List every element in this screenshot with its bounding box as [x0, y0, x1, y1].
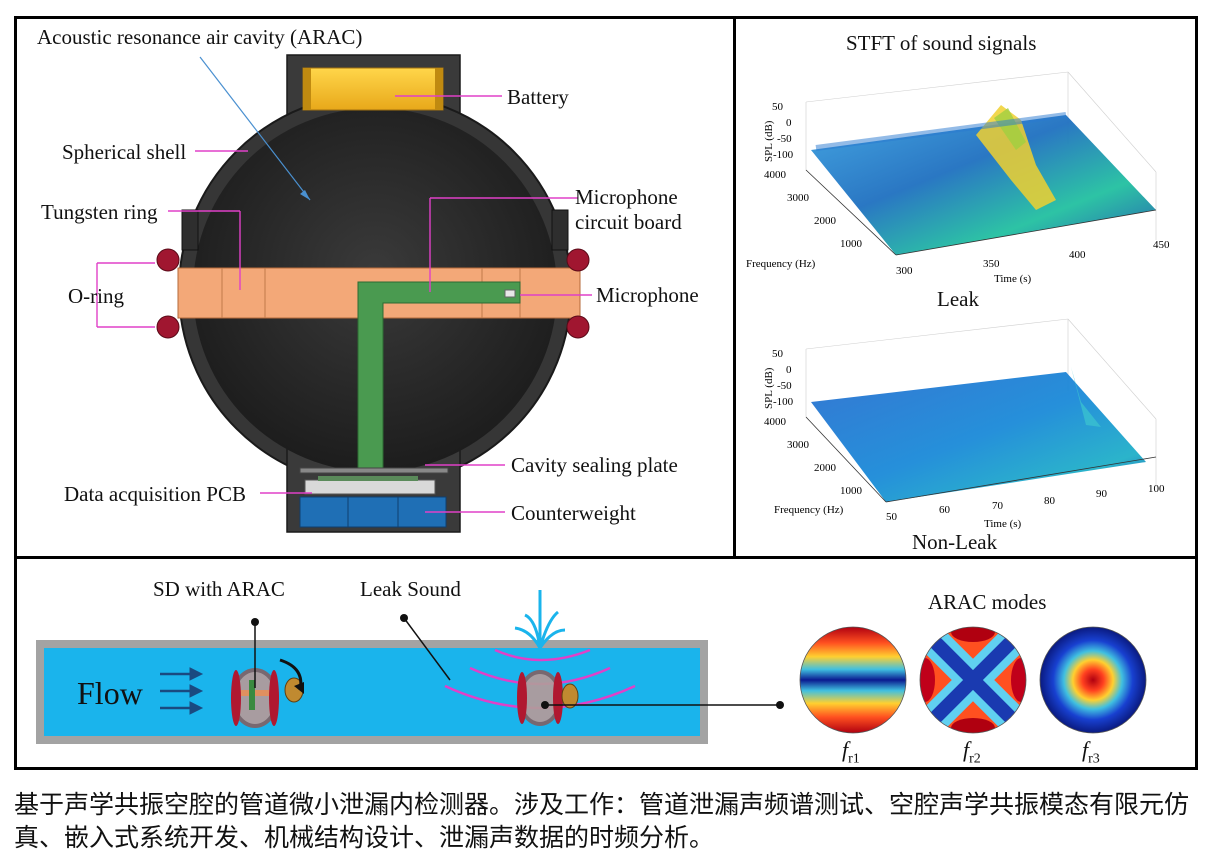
sealing-label: Cavity sealing plate: [511, 453, 678, 477]
mic-board-label-1: Microphone: [575, 185, 678, 209]
nonleak-label: Non-Leak: [912, 530, 998, 554]
leak-xtick-1: 350: [983, 258, 1000, 270]
pipe-panel-frame: [14, 556, 1198, 770]
sd-device-1: [231, 668, 304, 728]
nonleak-zlabel: SPL (dB): [763, 367, 775, 409]
nonleak-xtick-4: 90: [1096, 488, 1108, 500]
leak-ytick-1: 3000: [787, 192, 810, 204]
microphone-label: Microphone: [596, 283, 699, 307]
mode-fr1: [800, 627, 906, 733]
leak-ztick-3: -100: [773, 149, 794, 161]
nonleak-ztick-0: 50: [772, 348, 784, 360]
oring-top-left: [156, 248, 180, 272]
arac-label: Acoustic resonance air cavity (ARAC): [37, 25, 363, 49]
microphone-element: [504, 289, 516, 298]
figure-caption: 基于声学共振空腔的管道微小泄漏内检测器。涉及工作：管道泄漏声频谱测试、空腔声学共…: [14, 790, 1190, 852]
flow-label: Flow: [77, 675, 143, 711]
leak-xlabel: Time (s): [994, 273, 1032, 285]
nonleak-ztick-2: -50: [777, 380, 792, 392]
mode-label-fr1: fr1: [842, 737, 860, 767]
stft-title: STFT of sound signals: [846, 31, 1037, 55]
nonleak-ztick-3: -100: [773, 396, 794, 408]
leak-ylabel: Frequency (Hz): [746, 258, 816, 270]
nonleak-ytick-1: 3000: [787, 439, 810, 451]
nonleak-ytick-3: 1000: [840, 485, 863, 497]
cavity-sealing-plate: [299, 467, 449, 474]
data-acquisition-pcb: [304, 479, 436, 495]
leak-sound-label: Leak Sound: [360, 577, 461, 601]
battery-label: Battery: [507, 85, 569, 109]
oring-bottom-left: [156, 315, 180, 339]
nonleak-xlabel: Time (s): [984, 518, 1022, 530]
mode-fr2: [920, 627, 1026, 733]
mode-fr3: [1040, 627, 1146, 733]
leak-ytick-2: 2000: [814, 215, 837, 227]
leak-ytick-0: 4000: [764, 169, 787, 181]
counterweight-label: Counterweight: [511, 501, 636, 525]
leak-xtick-0: 300: [896, 265, 913, 277]
stft-nonleak-plot: 50 0 -50 -100 4000 3000 2000 1000 Freque…: [763, 318, 1165, 530]
leak-label: Leak: [937, 287, 979, 311]
sd-device-2: [517, 670, 579, 726]
counterweight-block: [299, 496, 447, 528]
oring-bottom-right: [566, 315, 590, 339]
oring-label: O-ring: [68, 284, 124, 308]
flow-arrows: [160, 667, 204, 715]
leak-ztick-1: 0: [786, 117, 792, 129]
modes-title: ARAC modes: [928, 590, 1047, 614]
pipe-water: [44, 648, 700, 736]
mode-label-fr2: fr2: [963, 737, 981, 767]
nonleak-ylabel: Frequency (Hz): [774, 504, 844, 516]
nonleak-xtick-2: 70: [992, 500, 1004, 512]
pipe-diagram: [36, 590, 1147, 744]
mode-label-fr3: fr3: [1082, 737, 1100, 767]
sd-label: SD with ARAC: [153, 577, 285, 601]
leak-xtick-3: 450: [1153, 239, 1170, 251]
pcb-label: Data acquisition PCB: [64, 482, 246, 506]
leak-ztick-2: -50: [777, 133, 792, 145]
nonleak-xtick-1: 60: [939, 504, 951, 516]
leak-zlabel: SPL (dB): [763, 120, 775, 162]
nonleak-xtick-5: 100: [1148, 483, 1165, 495]
leak-jet: [514, 590, 566, 649]
leak-ytick-3: 1000: [840, 238, 863, 250]
shell-label: Spherical shell: [62, 140, 187, 164]
stft-leak-plot: 50 0 -50 -100 4000 3000 2000 1000 Freque…: [746, 71, 1170, 285]
oring-top-right: [566, 248, 590, 272]
tungsten-label: Tungsten ring: [41, 200, 158, 224]
nonleak-ztick-1: 0: [786, 364, 792, 376]
nonleak-xtick-3: 80: [1044, 495, 1056, 507]
mic-board-label-2: circuit board: [575, 210, 682, 234]
nonleak-xtick-0: 50: [886, 511, 898, 523]
battery-body: [302, 67, 444, 111]
device-cross-section: [96, 54, 592, 533]
nonleak-ytick-2: 2000: [814, 462, 837, 474]
leak-ztick-0: 50: [772, 101, 784, 113]
leak-xtick-2: 400: [1069, 249, 1086, 261]
nonleak-ytick-0: 4000: [764, 416, 787, 428]
